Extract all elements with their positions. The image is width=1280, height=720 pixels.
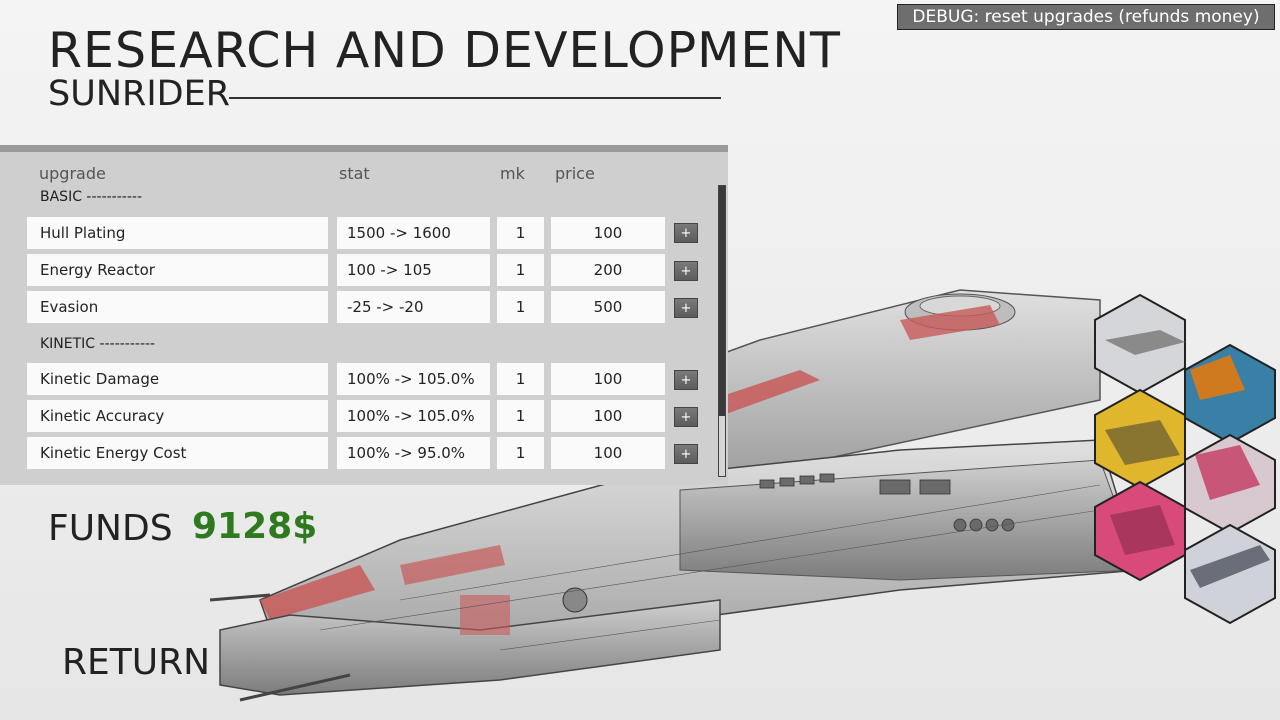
upgrade-stat: 100% -> 105.0% xyxy=(337,400,490,432)
ship-name: SUNRIDER xyxy=(48,74,231,114)
energy-reactor-plus-button[interactable]: + xyxy=(674,261,698,281)
subtitle-row: SUNRIDER xyxy=(48,74,728,118)
col-header-stat: stat xyxy=(339,164,370,183)
upgrade-mk: 1 xyxy=(497,400,544,432)
upgrade-price: 100 xyxy=(551,217,665,249)
page-title: RESEARCH AND DEVELOPMENT xyxy=(48,22,841,79)
col-header-upgrade: upgrade xyxy=(39,164,106,183)
upgrade-stat: -25 -> -20 xyxy=(337,291,490,323)
upgrade-mk: 1 xyxy=(497,437,544,469)
col-header-mk: mk xyxy=(500,164,525,183)
upgrade-name: Hull Plating xyxy=(27,217,328,249)
upgrade-mk: 1 xyxy=(497,254,544,286)
upgrade-price: 100 xyxy=(551,437,665,469)
debug-reset-button[interactable]: DEBUG: reset upgrades (refunds money) xyxy=(897,4,1275,30)
return-button[interactable]: RETURN xyxy=(62,642,211,683)
evasion-plus-button[interactable]: + xyxy=(674,298,698,318)
upgrade-stat: 100 -> 105 xyxy=(337,254,490,286)
upgrade-mk: 1 xyxy=(497,291,544,323)
section-label-basic: BASIC ----------- xyxy=(40,189,142,205)
upgrade-stat: 1500 -> 1600 xyxy=(337,217,490,249)
upgrade-price: 500 xyxy=(551,291,665,323)
kinetic-energy-cost-plus-button[interactable]: + xyxy=(674,444,698,464)
subtitle-divider xyxy=(229,97,721,99)
upgrade-name: Kinetic Energy Cost xyxy=(27,437,328,469)
sunrider-ship-illustration xyxy=(209,289,1276,702)
kinetic-accuracy-plus-button[interactable]: + xyxy=(674,407,698,427)
col-header-price: price xyxy=(555,164,595,183)
upgrade-mk: 1 xyxy=(497,217,544,249)
upgrade-name: Kinetic Accuracy xyxy=(27,400,328,432)
upgrade-name: Evasion xyxy=(27,291,328,323)
hull-plating-plus-button[interactable]: + xyxy=(674,223,698,243)
upgrade-stat: 100% -> 95.0% xyxy=(337,437,490,469)
upgrade-mk: 1 xyxy=(497,363,544,395)
funds-label: FUNDS xyxy=(48,508,173,549)
upgrade-stat: 100% -> 105.0% xyxy=(337,363,490,395)
upgrade-price: 100 xyxy=(551,400,665,432)
upgrade-price: 200 xyxy=(551,254,665,286)
section-label-kinetic: KINETIC ----------- xyxy=(40,336,156,352)
kinetic-damage-plus-button[interactable]: + xyxy=(674,370,698,390)
upgrade-name: Kinetic Damage xyxy=(27,363,328,395)
upgrade-name: Energy Reactor xyxy=(27,254,328,286)
funds-value: 9128$ xyxy=(192,506,318,547)
upgrade-price: 100 xyxy=(551,363,665,395)
upgrade-scrollbar-thumb[interactable] xyxy=(719,186,725,416)
upgrade-panel: upgrade stat mk price BASIC ----------- … xyxy=(0,145,728,485)
